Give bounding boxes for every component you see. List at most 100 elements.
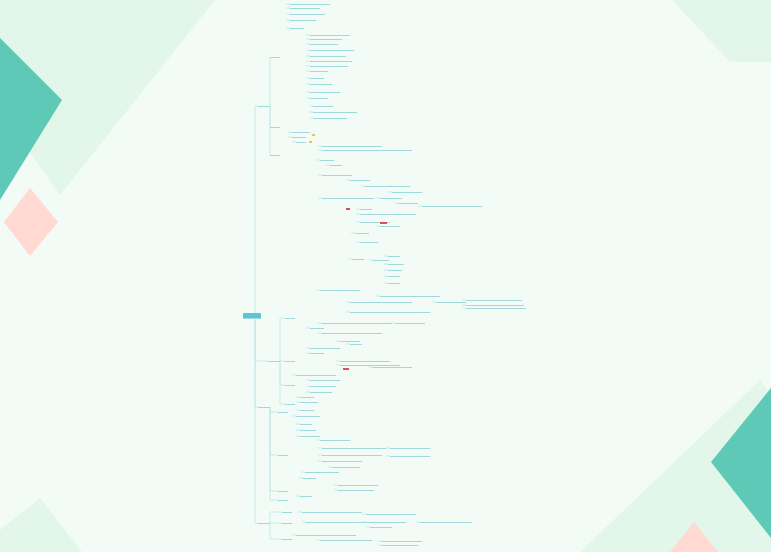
leaf-1	[290, 6, 320, 10]
teal-triangle-right	[711, 388, 771, 538]
leaf-44	[388, 254, 400, 258]
node-3-1	[282, 521, 292, 524]
marker-yellow-1	[312, 134, 315, 136]
leaf-11	[310, 64, 348, 68]
leaf-16	[310, 96, 328, 100]
branch-1	[268, 359, 280, 362]
lower-leaf-29	[305, 470, 339, 474]
lower-leaf-39	[370, 525, 392, 529]
lower-leaf-1	[395, 321, 425, 325]
lower-leaf-16	[300, 400, 318, 404]
lower-leaf-40	[296, 533, 356, 537]
leaf-35	[422, 204, 482, 208]
lower-leaf-30	[302, 476, 316, 480]
lower-leaf-23	[322, 446, 386, 450]
lower-leaf-25	[322, 453, 382, 457]
mint-shape-bottom-right	[580, 380, 771, 552]
leaf-50	[380, 294, 440, 298]
leaf-8	[310, 48, 354, 52]
lower-leaf-35	[366, 512, 416, 516]
marker-red-2	[380, 222, 387, 224]
lower-leaf-41	[320, 538, 372, 542]
lower-leaf-11	[296, 373, 336, 377]
peach-diamond-left	[4, 188, 58, 256]
leaf-3	[290, 18, 316, 22]
leaf-51	[350, 300, 412, 304]
lower-leaf-33	[300, 494, 312, 498]
lower-leaf-4	[340, 339, 360, 343]
leaf-12	[310, 69, 328, 73]
leaf-15	[310, 90, 340, 94]
lower-leaf-27	[322, 459, 362, 463]
leaf-52	[436, 300, 466, 304]
node-2-0	[278, 410, 288, 413]
node-2-2	[278, 489, 288, 492]
leaf-47	[388, 274, 400, 278]
leaf-38	[360, 220, 390, 224]
node-3-2	[282, 537, 292, 540]
lower-leaf-9	[340, 363, 400, 367]
leaf-26	[330, 163, 342, 167]
root-node	[243, 313, 261, 319]
leaf-31	[392, 190, 422, 194]
leaf-48	[388, 281, 400, 285]
leaf-22	[296, 140, 306, 144]
lower-leaf-10	[372, 365, 412, 369]
mint-shape-top-left	[0, 0, 215, 195]
leaf-45	[388, 262, 404, 266]
lower-leaf-28	[332, 465, 360, 469]
node-1-3	[285, 402, 295, 405]
node-1-1	[285, 359, 295, 362]
leaf-43	[373, 258, 389, 262]
leaf-56	[350, 310, 430, 314]
lower-leaf-43	[382, 543, 418, 547]
lower-leaf-6	[310, 346, 340, 350]
branch-0	[258, 104, 270, 107]
leaf-53	[466, 298, 522, 302]
lower-leaf-31	[338, 483, 378, 487]
leaf-54	[466, 303, 524, 307]
leaf-2	[290, 12, 325, 16]
leaf-13	[310, 76, 324, 80]
lower-leaf-20	[300, 428, 316, 432]
leaf-21	[292, 135, 306, 139]
leaf-29	[365, 184, 405, 188]
leaf-20	[292, 130, 310, 134]
leaf-39	[380, 224, 400, 228]
leaf-4	[290, 26, 304, 30]
leaf-28	[350, 178, 370, 182]
leaf-33	[380, 196, 402, 200]
leaf-32	[322, 196, 374, 200]
lower-leaf-22	[320, 438, 350, 442]
leaf-6	[310, 37, 342, 41]
lower-leaf-12	[310, 378, 340, 382]
node-0-0	[270, 55, 280, 58]
leaf-55	[466, 306, 526, 310]
leaf-36	[360, 207, 372, 211]
leaf-0	[290, 2, 330, 6]
leaf-30	[392, 184, 410, 188]
leaf-9	[310, 54, 346, 58]
lower-leaf-42	[382, 539, 422, 543]
leaf-46	[388, 268, 402, 272]
lower-leaf-17	[300, 408, 314, 412]
leaf-40	[355, 231, 369, 235]
node-2-3	[278, 498, 288, 501]
leaf-18	[313, 110, 357, 114]
lower-leaf-24	[390, 446, 430, 450]
node-2-1	[278, 453, 288, 456]
lower-leaf-7	[310, 351, 324, 355]
lower-leaf-38	[420, 520, 472, 524]
marker-red-1	[346, 208, 350, 210]
lower-leaf-34	[302, 510, 362, 514]
lower-leaf-36	[306, 520, 366, 524]
leaf-41	[360, 240, 378, 244]
node-1-2	[285, 383, 295, 386]
lower-leaf-5	[350, 342, 362, 346]
leaf-14	[310, 82, 332, 86]
lower-leaf-0	[322, 321, 392, 325]
leaf-25	[320, 158, 334, 162]
lower-leaf-8	[340, 359, 390, 363]
leaf-37	[360, 212, 416, 216]
marker-yellow-2	[309, 141, 312, 143]
